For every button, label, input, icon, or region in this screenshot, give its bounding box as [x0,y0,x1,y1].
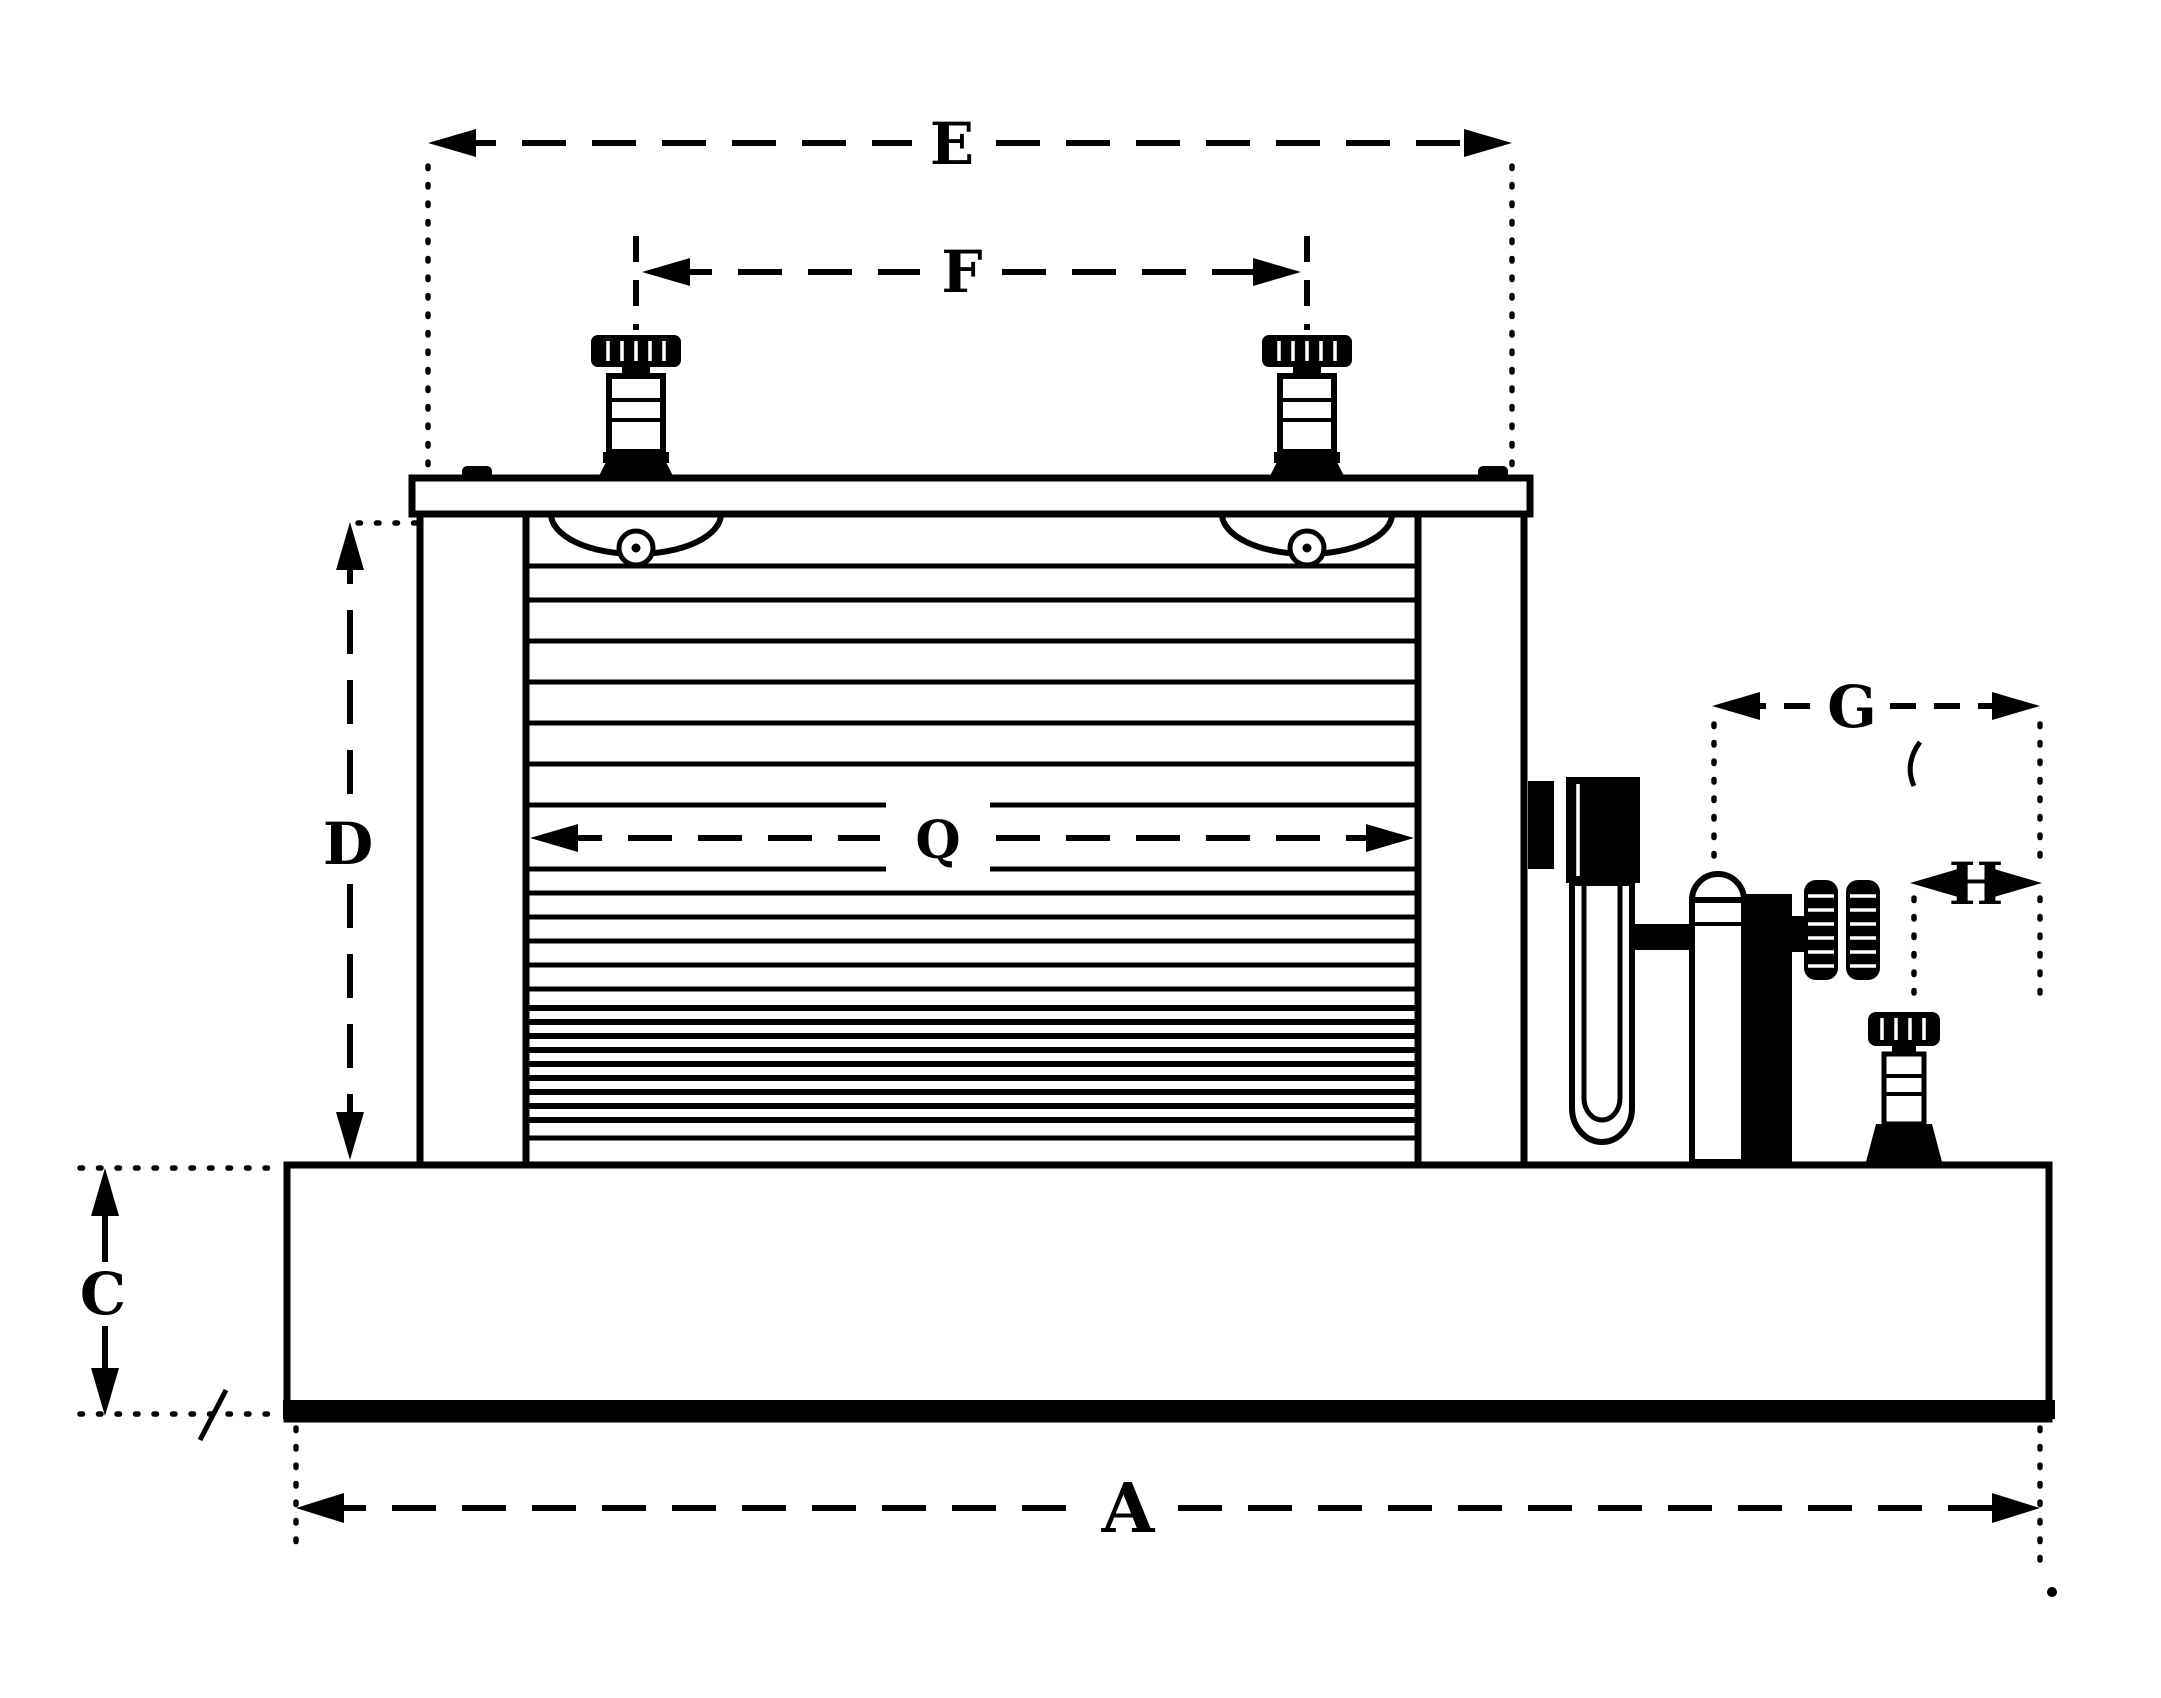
arrowhead [1992,692,2040,720]
arrowhead [1464,129,1512,157]
coil-windings [528,563,1416,1141]
arrowhead [1994,869,2042,897]
dim-label-H: H [1949,850,2004,918]
post-shaft [606,373,666,455]
post-nut [598,462,674,478]
dimension-D: D [323,520,419,1160]
base-binding-post [1866,1012,1942,1162]
binding-post-right [1262,335,1352,478]
arrowhead [336,522,364,570]
arrowhead [1712,692,1760,720]
arrowhead [296,1493,344,1523]
base-board [283,1161,2055,1423]
post-shaft [1277,373,1337,455]
dimension-A: A [293,1425,2057,1597]
interrupter-assembly [1528,777,1942,1165]
coil-left-frame [416,510,530,1169]
arrowhead [428,129,476,157]
coil-top-plate [408,474,1534,518]
contact-pillar [1689,897,1747,1165]
arrowhead [1910,869,1958,897]
dim-label-G: G [1827,673,1877,741]
post-nut [1269,462,1345,478]
dim-label-Q: Q [915,810,960,871]
contact-dome [1689,871,1747,901]
adjusting-nut-1 [1804,880,1838,980]
dim-label-E: E [930,110,974,178]
stray-mark [1907,740,1923,788]
dim-label-F: F [941,238,982,306]
dimension-Q: Q [530,796,1414,876]
contact-post [1744,894,1792,1162]
key-arm [1632,924,1696,950]
arrowhead [1366,824,1414,852]
adjusting-nut-2 [1846,880,1880,980]
base-outline [283,1161,2053,1423]
binding-post-left [591,335,681,478]
arrowhead [642,258,690,286]
arrowhead [91,1168,119,1216]
arrowhead [1253,258,1301,286]
dim-label-D: D [323,810,373,878]
dimension-G: G [1711,673,2043,875]
plate-screw-right [1478,466,1508,478]
post-base-flange [1866,1124,1942,1162]
tick-mark [197,1388,229,1442]
dimension-H: H [1910,850,2043,1009]
arrowhead [530,824,578,852]
plate-screw-left [462,466,492,478]
post-shaft [1881,1051,1927,1127]
base-bottom-edge [283,1400,2055,1419]
arrowhead [91,1368,119,1416]
coil-mounting-feet [547,511,1396,568]
arrowhead [1992,1493,2040,1523]
spring-pillar [1569,880,1635,1145]
dimension-E: E [425,110,1515,471]
knurled-knob [1868,1012,1940,1046]
coil-right-frame [1414,510,1528,1169]
dimension-F: F [633,236,1310,330]
dim-label-A: A [1101,1469,1156,1549]
dim-label-C: C [80,1260,126,1328]
frame-terminal-lug [1528,781,1554,869]
arrowhead [336,1112,364,1160]
stray-dot [2047,1587,2057,1597]
dimension-C: C [77,1165,285,1442]
